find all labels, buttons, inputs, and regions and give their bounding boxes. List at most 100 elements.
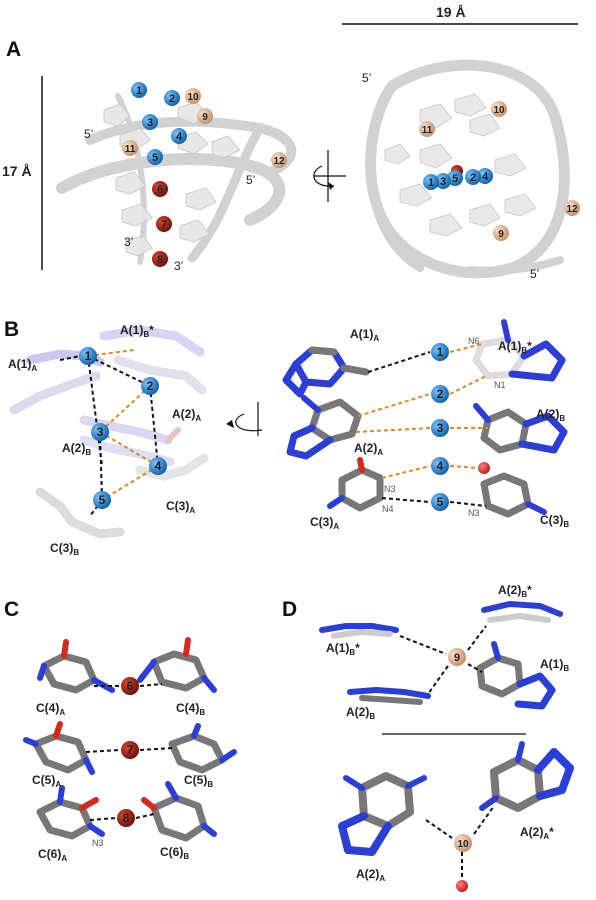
panel-d-bottom-labels: A(2)A A(2)A* [356,825,554,883]
svg-text:10: 10 [187,92,199,103]
height-label: 17 Å [2,163,32,179]
ion-7: 7 [156,216,172,232]
svg-text:8: 8 [157,254,163,266]
svg-text:9: 9 [454,652,460,664]
panel-b-left-ions: 1 2 3 4 5 [79,347,167,509]
panel-d-top-structure [319,601,563,710]
ion-4-b-left: 4 [149,457,167,475]
ion-6: 6 [152,181,168,197]
ion-8-c: 8 [117,809,135,827]
ion-12-top: 12 [564,200,580,216]
svg-text:5: 5 [452,173,458,185]
ion-10-d: 10 [454,834,472,852]
svg-text:4: 4 [155,459,162,473]
ion-2-b-left: 2 [141,377,159,395]
svg-text:3: 3 [97,425,104,439]
svg-text:N3: N3 [468,508,480,518]
ion-6-c: 6 [121,677,139,695]
svg-text:2: 2 [437,387,444,401]
ion-5: 5 [147,149,163,165]
svg-text:11: 11 [125,144,136,155]
svg-text:N1: N1 [494,380,506,390]
svg-text:11: 11 [422,125,433,136]
panel-d-bottom-structure [338,741,574,856]
panel-c-structure [23,637,237,842]
panel-b-right-ions: 1 2 3 4 5 [431,343,449,511]
svg-text:5: 5 [437,495,444,509]
dna-side-view: 5’ 5’ 3’ 3’ [56,93,297,273]
svg-text:1: 1 [428,177,434,189]
svg-text:8: 8 [123,811,130,825]
panel-d-top-labels: A(2)B* A(1)B* A(1)B A(2)B [326,583,569,721]
svg-text:A(1)A: A(1)A [350,327,379,343]
rotation-arrow-icon [313,150,346,202]
ion-9-top: 9 [493,225,509,241]
panel-b-left-labels: A(1)A A(1)B* A(2)A A(2)B C(3)A C(3)B [8,323,201,557]
end-label-3-a: 3’ [124,235,133,249]
svg-text:1: 1 [437,345,444,359]
svg-text:A(2)B*: A(2)B* [498,583,532,599]
ion-11: 11 [122,140,138,156]
panel-c-letter: C [4,598,19,621]
svg-text:C(3)B: C(3)B [540,513,569,529]
svg-text:1: 1 [85,349,92,363]
ion-5-b-left: 5 [93,491,111,509]
svg-text:C(6)B: C(6)B [160,845,189,861]
svg-text:N4: N4 [382,504,394,514]
svg-text:C(3)A: C(3)A [166,499,195,515]
ion-10: 10 [185,88,201,104]
svg-text:4: 4 [482,171,489,183]
svg-text:C(5)A: C(5)A [32,773,61,789]
panel-b-left-structure [9,325,209,539]
svg-text:7: 7 [161,219,167,231]
svg-text:5: 5 [152,152,158,164]
panel-a-letter: A [6,38,21,61]
ion-1-b-right: 1 [431,343,449,361]
end-label-5-top: 5’ [84,127,93,141]
end-label-5-bottom-right: 5’ [530,267,539,281]
svg-text:A(2)B: A(2)B [536,407,565,423]
panel-b: B 1 2 3 4 [4,318,569,557]
svg-text:3: 3 [437,421,444,435]
ion-1-b-left: 1 [79,347,97,365]
end-label-5-mid: 5’ [246,173,255,187]
ion-10-top: 10 [491,101,507,117]
panel-a: A 17 Å 19 Å 5’ 5’ 3’ [2,4,580,281]
svg-text:12: 12 [273,156,285,167]
panel-c-bonds [85,683,173,821]
svg-text:N3: N3 [384,484,396,494]
svg-text:10: 10 [457,839,469,850]
svg-text:9: 9 [202,112,208,123]
svg-text:2: 2 [169,93,175,105]
svg-text:A(1)B*: A(1)B* [120,323,154,339]
svg-text:6: 6 [157,184,163,196]
svg-text:C(3)A: C(3)A [310,515,339,531]
panel-c-ions: 6 7 8 [117,677,139,827]
svg-text:N6: N6 [468,336,480,346]
panel-c-labels: C(4)A C(4)B C(5)A C(5)B C(6)A C(6)B N3 [32,701,213,863]
panel-b-right-bonds [355,343,488,507]
svg-text:A(2)A: A(2)A [172,407,201,423]
ion-12: 12 [271,152,287,168]
ion-3-b-left: 3 [91,423,109,441]
svg-text:A(2)A*: A(2)A* [520,825,554,841]
panel-b-letter: B [4,318,19,341]
panel-d-top-bonds [399,625,487,695]
panel-c: C 6 [4,598,237,863]
width-label: 19 Å [436,4,466,20]
ion-1: 1 [131,82,147,98]
water-oxygen [456,880,468,892]
svg-text:A(1)A: A(1)A [8,357,37,373]
svg-text:A(2)B: A(2)B [346,705,375,721]
svg-text:10: 10 [493,105,505,116]
panel-b-right-structure [282,319,568,518]
panel-d-letter: D [282,598,297,621]
rotation-arrow-icon-b [226,402,263,436]
svg-text:A(2)A: A(2)A [354,441,383,457]
svg-text:4: 4 [437,459,444,473]
svg-text:A(2)B: A(2)B [62,441,91,457]
svg-text:C(6)A: C(6)A [38,847,67,863]
svg-text:A(1)B: A(1)B [540,657,569,673]
ion-3: 3 [142,114,158,130]
